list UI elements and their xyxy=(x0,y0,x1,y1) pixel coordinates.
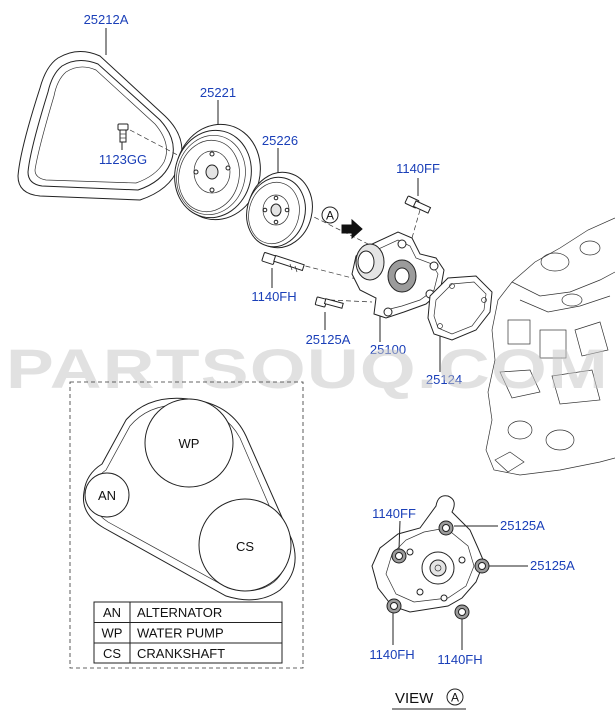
bolt-head-fh-right-view[interactable] xyxy=(454,604,470,620)
view-a-marker-letter: A xyxy=(326,209,334,223)
stud-head-right-view[interactable] xyxy=(474,558,490,574)
legend-code-cs: CS xyxy=(103,646,121,661)
pulley-wp xyxy=(144,398,234,488)
view-caption-letter: A xyxy=(451,691,459,705)
bolt-1140fh[interactable] xyxy=(261,252,305,273)
view-label-1140ff[interactable]: 1140FF xyxy=(372,506,416,521)
legend-code-an: AN xyxy=(103,605,121,620)
view-label-1140fh-left[interactable]: 1140FH xyxy=(369,647,414,662)
legend-name-wp: WATER PUMP xyxy=(137,626,224,641)
view-label-1140fh-right[interactable]: 1140FH xyxy=(437,652,482,667)
view-label-25125a-top[interactable]: 25125A xyxy=(500,518,545,533)
view-label-25125a-right[interactable]: 25125A xyxy=(530,558,575,573)
label-belt[interactable]: 25212A xyxy=(84,12,129,27)
gasket[interactable] xyxy=(427,275,493,341)
water-pump-pulley[interactable] xyxy=(239,165,320,254)
stud-head-top-view[interactable] xyxy=(391,548,407,564)
view-direction-arrow xyxy=(341,218,363,240)
belt-routing-diagram: WP AN CS AN ALTERNATOR WP WATER PUMP CS … xyxy=(69,381,304,669)
label-gasket[interactable]: 25124 xyxy=(426,372,462,387)
stud-25125a[interactable] xyxy=(314,296,344,309)
pulley-an xyxy=(84,472,130,518)
view-a-caption: VIEW A xyxy=(392,688,466,710)
view-a-detail: 1140FF 25125A 25125A 1140FH 1140FH xyxy=(369,495,575,667)
drive-belt[interactable] xyxy=(17,51,183,201)
bolt-head-1140ff-view[interactable] xyxy=(438,520,454,536)
view-caption-text: VIEW xyxy=(395,690,434,707)
pulley-an-label: AN xyxy=(98,488,116,503)
pulley-bolt[interactable] xyxy=(117,123,129,143)
part-number-labels: 25212A 25221 1123GG 25226 1140FF 1140FH … xyxy=(84,12,462,387)
label-bolt-1140ff[interactable]: 1140FF xyxy=(396,161,440,176)
watermark: PARTSOUQ.COM xyxy=(6,337,609,400)
bolt-head-fh-left-view[interactable] xyxy=(386,598,402,614)
label-crank-pulley[interactable]: 25221 xyxy=(200,85,236,100)
engine-block xyxy=(485,217,615,476)
label-stud-25125a[interactable]: 25125A xyxy=(306,332,351,347)
label-bolt-1140fh[interactable]: 1140FH xyxy=(251,289,296,304)
crankshaft-pulley[interactable] xyxy=(165,115,270,228)
legend-code-wp: WP xyxy=(102,626,123,641)
view-a-marker: A xyxy=(321,206,363,240)
label-wp-pulley[interactable]: 25226 xyxy=(262,133,298,148)
water-pump[interactable] xyxy=(351,231,445,319)
legend-name-an: ALTERNATOR xyxy=(137,605,222,620)
label-water-pump[interactable]: 25100 xyxy=(370,342,406,357)
legend-name-cs: CRANKSHAFT xyxy=(137,646,225,661)
pulley-cs-label: CS xyxy=(236,539,254,554)
label-bolt-1123gg[interactable]: 1123GG xyxy=(99,152,147,167)
legend-table: AN ALTERNATOR WP WATER PUMP CS CRANKSHAF… xyxy=(93,601,283,664)
bolt-1140ff[interactable] xyxy=(404,195,432,214)
pulley-wp-label: WP xyxy=(179,436,200,451)
pulley-cs xyxy=(198,498,292,592)
